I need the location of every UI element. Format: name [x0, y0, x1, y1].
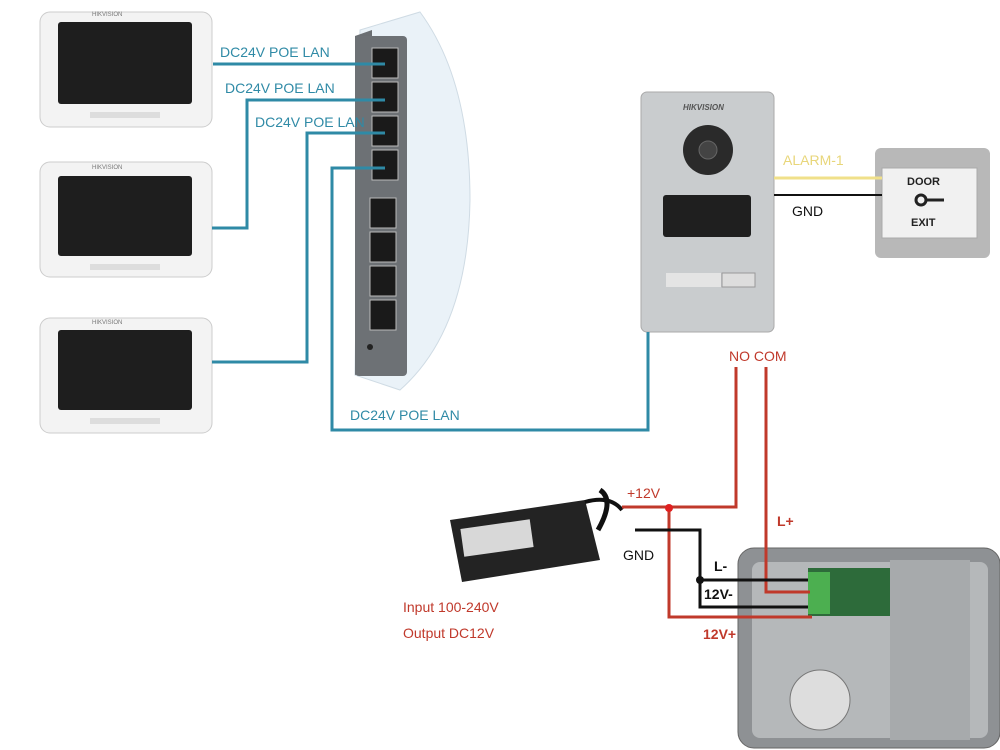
indoor-monitor-3 — [39, 317, 213, 434]
monitor-2-brand: HIKVISION — [92, 165, 123, 171]
l-minus-label: L- — [714, 558, 728, 574]
poe-switch — [354, 11, 471, 391]
gnd-junction — [696, 576, 704, 584]
v12-plus-label: 12V+ — [703, 626, 737, 642]
exit-button-exit-text: EXIT — [911, 217, 936, 229]
exit-gnd-label: GND — [792, 203, 824, 219]
electric-lock — [737, 547, 1000, 749]
poe-lan-label-4: DC24V POE LAN — [350, 407, 460, 423]
power-adapter — [450, 487, 624, 582]
no-wire — [622, 367, 738, 509]
plus12v-label: +12V — [627, 485, 661, 501]
plus12v-junction — [665, 504, 673, 512]
l-plus-label: L+ — [777, 513, 794, 529]
exit-button-door-text: DOOR — [907, 176, 940, 188]
poe-lan-label-3: DC24V POE LAN — [255, 114, 365, 130]
gnd-wire — [635, 528, 808, 609]
poe-wire-2 — [212, 98, 385, 230]
poe-wire-4 — [330, 166, 650, 432]
plus12v-wire — [667, 507, 812, 619]
poe-lan-label-1: DC24V POE LAN — [220, 44, 330, 60]
indoor-monitor-1 — [39, 11, 213, 128]
psu-input-label: Input 100-240V — [403, 599, 499, 615]
v12-minus-label: 12V- — [704, 586, 733, 602]
door-station — [640, 91, 775, 333]
indoor-monitor-2 — [39, 161, 213, 278]
exit-button — [875, 148, 990, 258]
poe-wire-3 — [212, 131, 385, 364]
monitor-3-brand: HIKVISION — [92, 320, 123, 326]
poe-lan-label-2: DC24V POE LAN — [225, 80, 335, 96]
psu-output-label: Output DC12V — [403, 625, 495, 641]
no-com-label: NO COM — [729, 348, 787, 364]
monitor-1-brand: HIKVISION — [92, 12, 123, 18]
door-station-brand: HIKVISION — [683, 103, 724, 112]
alarm-label: ALARM-1 — [783, 152, 844, 168]
com-wire — [764, 367, 810, 594]
psu-gnd-label: GND — [623, 547, 655, 563]
